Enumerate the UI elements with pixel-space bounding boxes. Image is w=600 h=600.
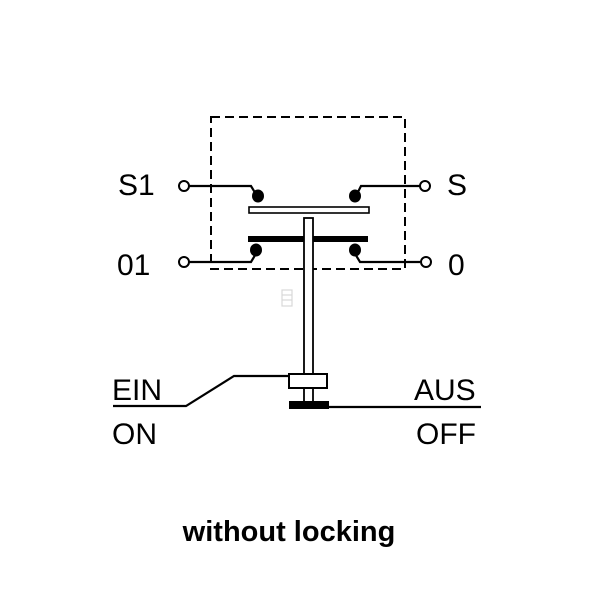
contact-o	[349, 243, 361, 257]
wire-s1	[189, 184, 258, 197]
caption: without locking	[182, 516, 396, 548]
actuator-base	[289, 401, 329, 409]
faint-watermark	[281, 289, 293, 307]
actuator-collar	[288, 373, 328, 389]
lever-line-on	[113, 374, 289, 408]
wire-s	[355, 184, 420, 197]
bridge-open-position	[248, 206, 370, 214]
wire-o	[353, 251, 420, 264]
terminal-s	[419, 180, 431, 192]
contact-s1	[252, 189, 264, 203]
terminal-o1	[178, 256, 190, 268]
label-ein: EIN	[112, 374, 162, 407]
terminal-label-o1: 01	[117, 249, 150, 282]
terminal-label-o: 0	[448, 249, 465, 282]
contact-s	[349, 189, 361, 203]
terminal-o	[420, 256, 432, 268]
label-on: ON	[112, 418, 157, 451]
label-off: OFF	[416, 418, 476, 451]
terminal-label-s1: S1	[118, 169, 155, 202]
contact-o1	[250, 243, 262, 257]
label-aus: AUS	[414, 374, 476, 407]
wire-o1	[189, 251, 258, 264]
terminal-s1	[178, 180, 190, 192]
terminal-label-s: S	[447, 169, 467, 202]
